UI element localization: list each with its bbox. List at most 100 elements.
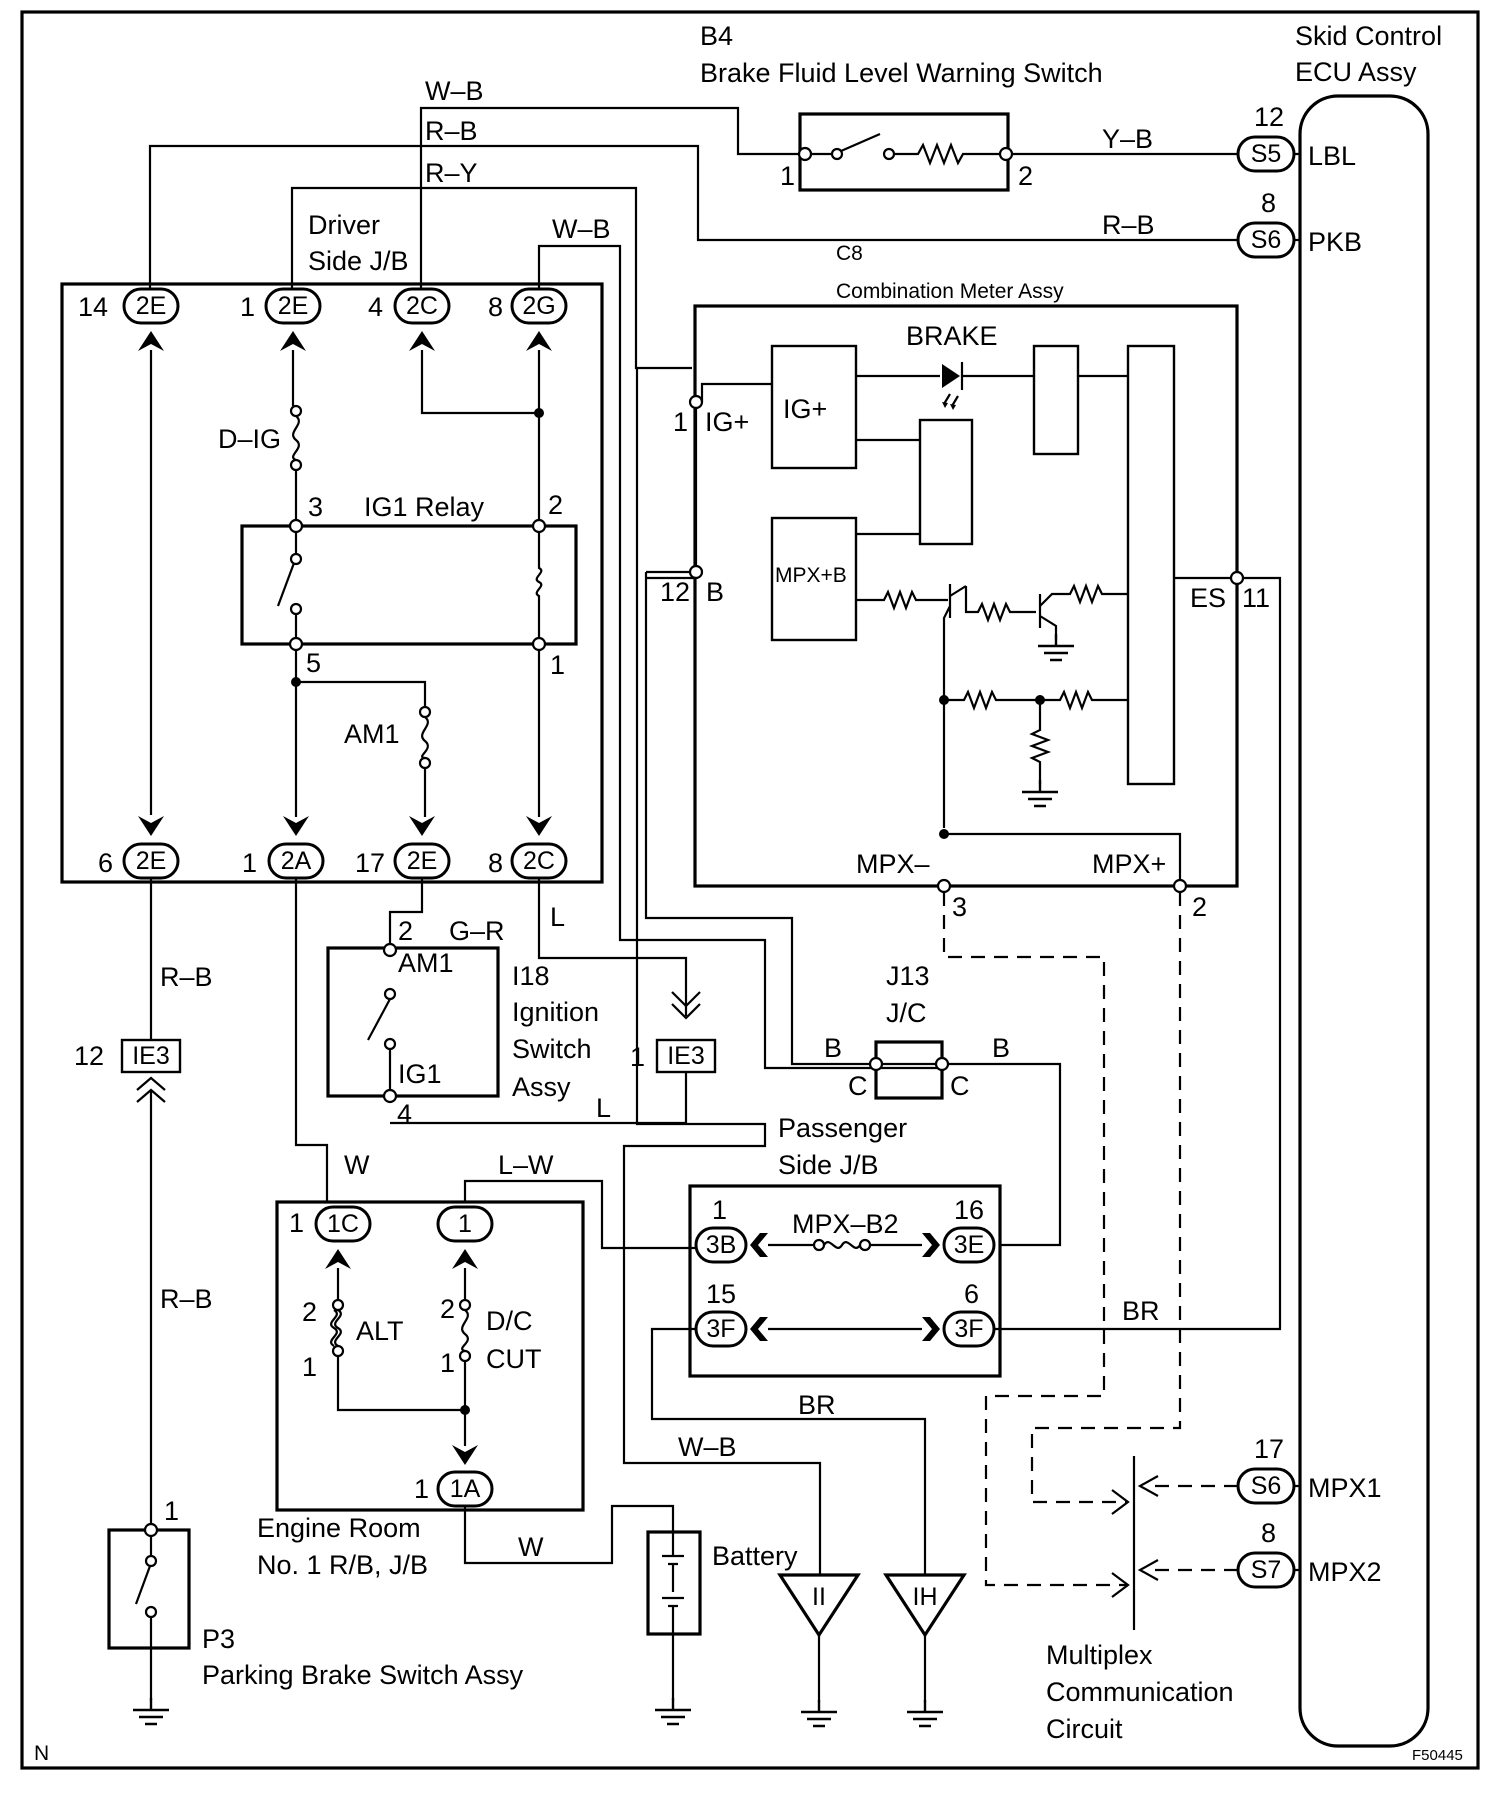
d-ig-label: D–IG (218, 424, 281, 454)
ig1-relay-box (240, 524, 578, 646)
alt-pin-1: 1 (302, 1352, 317, 1382)
label-r-b-left1: R–B (160, 962, 213, 992)
multiplex-line2: Communication (1046, 1677, 1234, 1707)
ecu-connector-stubs (1294, 152, 1300, 1572)
relay-pin-5: 5 (306, 648, 321, 678)
svg-text:MPX1: MPX1 (1308, 1473, 1382, 1503)
meter-pin-mpx-plus-label: MPX+ (1092, 849, 1166, 879)
svg-text:3E: 3E (954, 1231, 985, 1259)
jb-connector-2e-1: 2E 1 (240, 287, 322, 325)
svg-text:2E: 2E (136, 847, 167, 875)
ignition-name-line2: Switch (512, 1034, 592, 1064)
jb-connector-2g-8: 2G 8 (488, 287, 568, 325)
label-b-right: B (992, 1033, 1010, 1063)
svg-text:1: 1 (289, 1208, 304, 1238)
jb-connector-2c-8: 2C 8 (488, 842, 568, 880)
b4-code: B4 (700, 21, 733, 51)
meter-ig-block-label: IG+ (783, 394, 827, 424)
am1-fuse-label: AM1 (344, 719, 400, 749)
meter-pin-mpx-plus (1172, 878, 1188, 894)
meter-pin-mpx-minus-label: MPX– (856, 849, 930, 879)
parking-code: P3 (202, 1624, 235, 1654)
ign-pin-4: 4 (397, 1099, 412, 1129)
ground-ii: II (777, 1573, 861, 1728)
svg-text:8: 8 (488, 848, 503, 878)
diagram-frame (20, 10, 1480, 1770)
label-l-w: L–W (498, 1150, 554, 1180)
svg-text:12: 12 (1254, 102, 1284, 132)
wire-b-left (644, 570, 876, 1066)
battery-symbol (653, 1532, 693, 1726)
svg-text:II: II (812, 1583, 826, 1611)
label-r-b-pkb: R–B (1102, 210, 1155, 240)
alt-label: ALT (356, 1316, 404, 1346)
battery-name: Battery (712, 1541, 798, 1571)
b4-name: Brake Fluid Level Warning Switch (700, 58, 1103, 88)
er-chevrons (325, 1249, 478, 1465)
wire-w-b-middle (622, 368, 822, 1575)
ignition-name-line1: Ignition (512, 997, 599, 1027)
meter-pin-b (688, 564, 704, 580)
relay-pin-1: 1 (550, 650, 565, 680)
footer-right: F50445 (1412, 1747, 1463, 1764)
b4-pin-2: 2 (1018, 161, 1033, 191)
wire-br-right (994, 576, 1282, 1331)
meter-name: Combination Meter Assy (836, 280, 1064, 303)
svg-text:6: 6 (964, 1279, 979, 1309)
svg-text:S6: S6 (1251, 226, 1282, 254)
dc-cut-fuse (458, 1268, 472, 1446)
meter-pin-ig (688, 394, 704, 410)
wire-w-battery (463, 1504, 675, 1565)
svg-text:1C: 1C (327, 1210, 359, 1238)
ignition-switch-internals (367, 942, 398, 1104)
b4-switch-box (798, 112, 1010, 192)
ig1-relay-internals (276, 518, 547, 652)
parking-brake-internals (131, 1522, 171, 1726)
svg-text:LBL: LBL (1308, 141, 1356, 171)
svg-text:17: 17 (1254, 1434, 1284, 1464)
svg-text:2C: 2C (523, 847, 555, 875)
ignition-switch-box (326, 946, 500, 1098)
relay-pin-3: 3 (308, 492, 323, 522)
j13-pin-left: C (848, 1071, 868, 1101)
ecu-connector-s7-mpx2: S7 8 MPX2 (1236, 1518, 1382, 1589)
ie3-1-arrow (671, 991, 701, 1020)
svg-text:PKB: PKB (1308, 227, 1362, 257)
meter-wire-ig-in (694, 382, 772, 566)
parking-brake-switch-box (107, 1528, 191, 1650)
ign-am1: AM1 (398, 948, 454, 978)
meter-pin-mpx-minus (936, 878, 952, 894)
meter-transistor-network (856, 582, 1182, 884)
meter-pin-mpx-minus-num: 3 (952, 892, 967, 922)
wire-w-b-jb (537, 244, 940, 1070)
meter-brake-label: BRAKE (906, 321, 998, 351)
label-b-left: B (824, 1033, 842, 1063)
ignition-name-line3: Assy (512, 1072, 571, 1102)
wire-r-b-top (148, 144, 1238, 300)
pjb-connector-3f-15: 3F 15 (694, 1279, 748, 1348)
ign-pin-2: 2 (398, 916, 413, 946)
wire-w-b-top (419, 106, 799, 300)
mpx-arrows (1111, 1475, 1159, 1598)
j13-box (874, 1040, 944, 1100)
er-connector-1c-1: 1C 1 (289, 1205, 372, 1243)
svg-text:MPX2: MPX2 (1308, 1557, 1382, 1587)
svg-text:6: 6 (98, 848, 113, 878)
pjb-connector-3f-6: 3F 6 (942, 1279, 996, 1348)
label-y-b: Y–B (1102, 124, 1153, 154)
meter-lamp-driver (1032, 344, 1080, 456)
label-r-b-top: R–B (425, 116, 478, 146)
meter-pin-b-num: 12 (660, 577, 690, 607)
ecu-connector-s5-lbl: S5 12 LBL (1236, 102, 1356, 173)
j13-code: J13 (886, 961, 930, 991)
meter-box (693, 304, 1239, 888)
j13-pin-right: C (950, 1071, 970, 1101)
skid-control-ecu-box (1298, 94, 1430, 1748)
am1-fuse (418, 705, 432, 770)
meter-pin-ig-label: IG+ (705, 407, 749, 437)
relay-pin-2: 2 (548, 490, 563, 520)
wire-l-w (463, 1179, 696, 1250)
passenger-jb-name-line1: Passenger (778, 1113, 907, 1143)
svg-text:IE3: IE3 (667, 1042, 705, 1070)
jb-wire-relay5-am1 (296, 680, 427, 707)
